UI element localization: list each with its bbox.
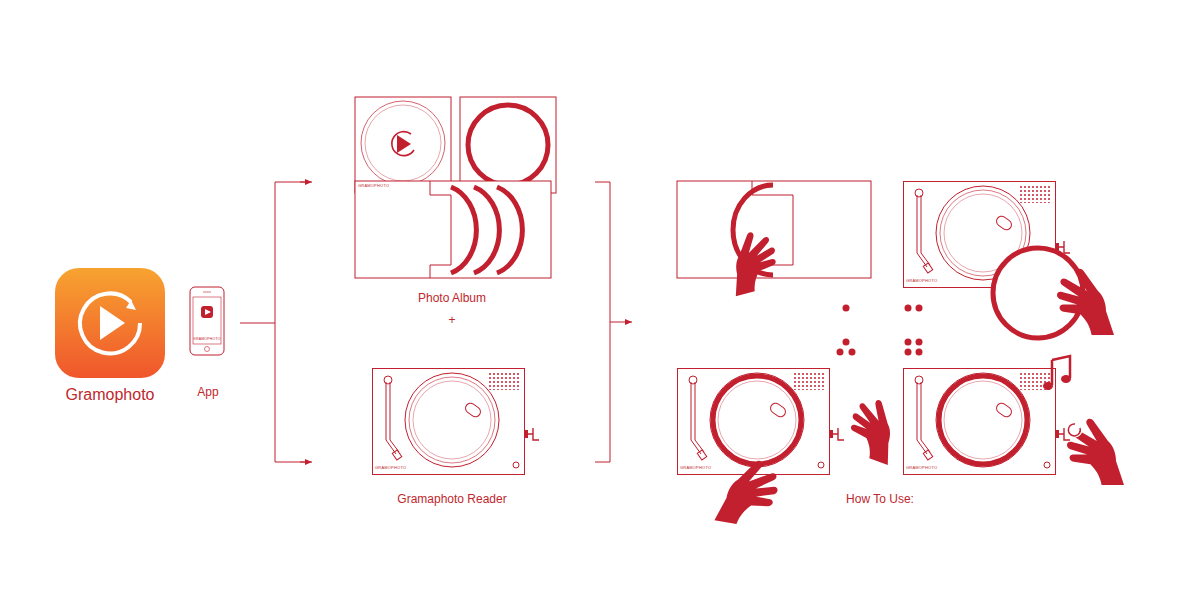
app-name: Gramophoto — [66, 386, 155, 404]
reader-brand: GRAMOPHOTO — [375, 466, 406, 470]
reader-brand: GRAMOPHOTO — [906, 279, 937, 283]
reader-label: Gramaphoto Reader — [397, 493, 506, 506]
phone-brand: GRAMOPHOTO — [193, 338, 221, 342]
album-brand: GRAMOPHOTO — [358, 184, 389, 188]
reader-brand: GRAMOPHOTO — [906, 466, 937, 470]
how-to-use-label: How To Use: — [846, 493, 914, 506]
reader-brand: GRAMOPHOTO — [680, 466, 711, 470]
album-label: Photo Album — [418, 292, 486, 305]
plus-sign: + — [448, 314, 455, 327]
app-label: App — [197, 386, 218, 399]
